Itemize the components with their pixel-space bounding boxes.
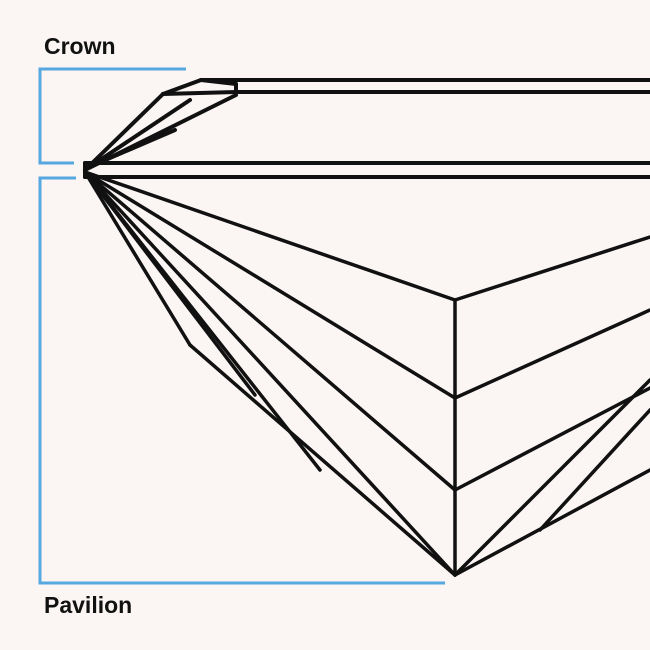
pavilion-bracket bbox=[38, 176, 445, 585]
crown-outline bbox=[83, 78, 650, 172]
pavilion-label: Pavilion bbox=[44, 592, 133, 618]
crown-bracket bbox=[38, 67, 186, 165]
girdle bbox=[83, 161, 650, 179]
pavilion-facets bbox=[83, 170, 650, 577]
crown-label: Crown bbox=[44, 33, 116, 59]
